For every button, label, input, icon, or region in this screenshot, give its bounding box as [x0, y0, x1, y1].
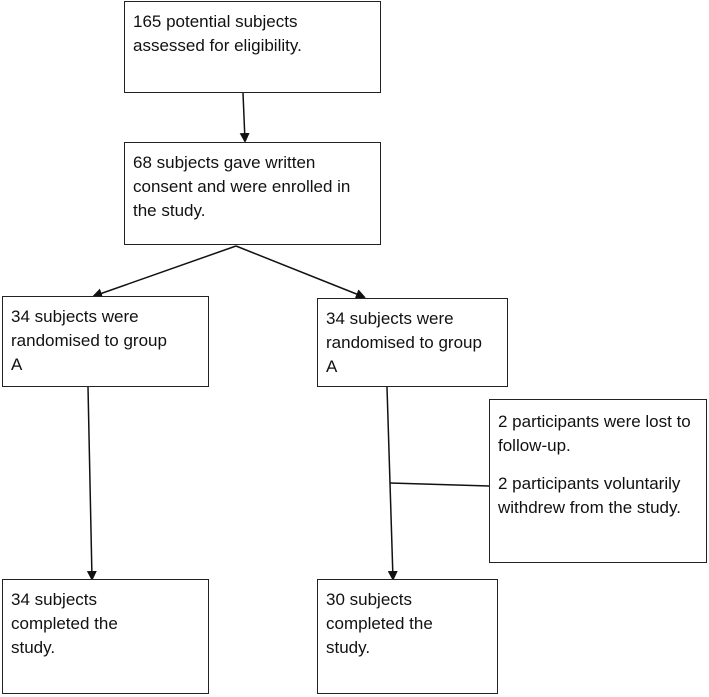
box-assessed-text: 165 potential subjects assessed for elig…	[133, 12, 302, 55]
box-completed-left-text: 34 subjects completed the study.	[11, 590, 118, 657]
arrow-rand-left-to-completed-left	[86, 386, 97, 581]
dropout-lost-text: 2 participants were lost to follow-up.	[498, 412, 691, 455]
arrow-enrolled-to-rand-right	[235, 245, 366, 299]
box-enrolled: 68 subjects gave written consent and wer…	[124, 142, 381, 245]
connector-dropout	[389, 482, 490, 487]
box-completed-right-text: 30 subjects completed the study.	[326, 590, 433, 657]
box-completed-right: 30 subjects completed the study.	[317, 579, 498, 694]
arrow-assessed-to-enrolled	[239, 92, 250, 143]
box-randomised-left-text: 34 subjects were randomised to group A	[11, 307, 167, 374]
box-assessed: 165 potential subjects assessed for elig…	[124, 1, 381, 93]
box-dropouts: 2 participants were lost to follow-up. 2…	[489, 399, 707, 563]
box-completed-left: 34 subjects completed the study.	[2, 579, 209, 694]
box-randomised-right: 34 subjects were randomised to group A	[317, 298, 508, 387]
arrow-enrolled-to-rand-left	[92, 245, 237, 299]
box-randomised-right-text: 34 subjects were randomised to group A	[326, 309, 482, 376]
box-randomised-left: 34 subjects were randomised to group A	[2, 296, 209, 387]
box-enrolled-text: 68 subjects gave written consent and wer…	[133, 153, 351, 220]
dropout-withdrew-text: 2 participants voluntarily withdrew from…	[498, 474, 681, 517]
